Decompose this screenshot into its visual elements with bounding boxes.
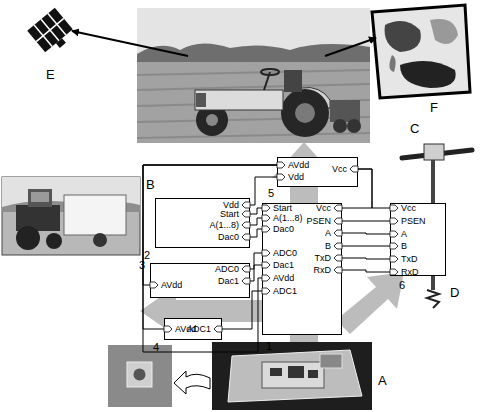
- wire: [143, 165, 372, 352]
- callout-number: 5: [268, 187, 274, 199]
- part-letter: C: [410, 122, 419, 136]
- pin-label: Vcc: [332, 164, 347, 174]
- pin-label: RxD: [401, 267, 419, 277]
- yield-map: [372, 5, 470, 98]
- pointer-arrow: [72, 31, 188, 56]
- pin-label: A(1...8): [273, 213, 303, 223]
- pin-label: PSEN: [401, 216, 426, 226]
- circuit-block: 5AVddVddVcc: [277, 157, 358, 187]
- callout-number: 4: [153, 341, 159, 353]
- circuit-block: 6VccPSENABTxDRxD: [390, 203, 446, 276]
- pin-label: ADC1: [187, 324, 211, 334]
- pin-label: A: [325, 228, 331, 238]
- pointer-arrow: [325, 38, 376, 56]
- pin-label: PSEN: [306, 216, 331, 226]
- part-letter: D: [450, 286, 459, 300]
- pin-label: Vcc: [401, 203, 416, 213]
- callout-number: 3: [139, 259, 145, 271]
- tractor-photo: [137, 8, 370, 143]
- wire: [342, 221, 390, 272]
- sensor-photo: [108, 345, 210, 407]
- flow-arrow: [140, 142, 404, 342]
- pin-label: A: [401, 229, 407, 239]
- part-letter: F: [430, 101, 438, 115]
- pin-label: A(1...8): [209, 220, 239, 230]
- pin-label: ADC0: [273, 248, 297, 258]
- callout-number: 1: [266, 340, 272, 352]
- pin-label: Start: [220, 209, 239, 219]
- pin-label: Vdd: [223, 200, 239, 210]
- wire: [358, 169, 390, 208]
- pin-label: Vcc: [316, 203, 331, 213]
- pin-label: Start: [273, 203, 292, 213]
- pin-label: AVdd: [288, 160, 309, 170]
- circuit-block: 4AVddADC1: [164, 318, 222, 340]
- pin-label: Dac0: [218, 232, 239, 242]
- pin-label: ADC1: [273, 286, 297, 296]
- part-letter: E: [46, 68, 55, 82]
- pin-label: ADC0: [215, 264, 239, 274]
- part-letter: B: [146, 178, 155, 192]
- pin-label: Dac0: [273, 224, 294, 234]
- pin-label: Dac1: [218, 276, 239, 286]
- circuit-block: 1StartA(1...8)Dac0ADC0Dac1AVddADC1VccPSE…: [262, 203, 342, 335]
- pin-label: B: [401, 241, 407, 251]
- part-letter: A: [378, 374, 387, 388]
- pin-label: AVdd: [273, 273, 294, 283]
- pin-label: TxD: [315, 253, 332, 263]
- pin-label: AVdd: [161, 280, 182, 290]
- wire: [250, 253, 262, 281]
- pin-label: TxD: [401, 254, 418, 264]
- pin-label: B: [325, 241, 331, 251]
- wire: [250, 177, 277, 205]
- wire: [250, 208, 262, 237]
- callout-number: 6: [399, 279, 405, 291]
- baler-photo: [2, 177, 140, 255]
- circuit-block: 2VddStartA(1...8)Dac0: [155, 198, 250, 248]
- wire: [143, 165, 277, 329]
- satellite-icon: [27, 8, 76, 57]
- circuit-block: 3ADC0Dac1AVdd: [150, 263, 250, 298]
- pin-label: Dac1: [273, 260, 294, 270]
- pin-label: RxD: [314, 265, 332, 275]
- pin-label: Vdd: [288, 172, 304, 182]
